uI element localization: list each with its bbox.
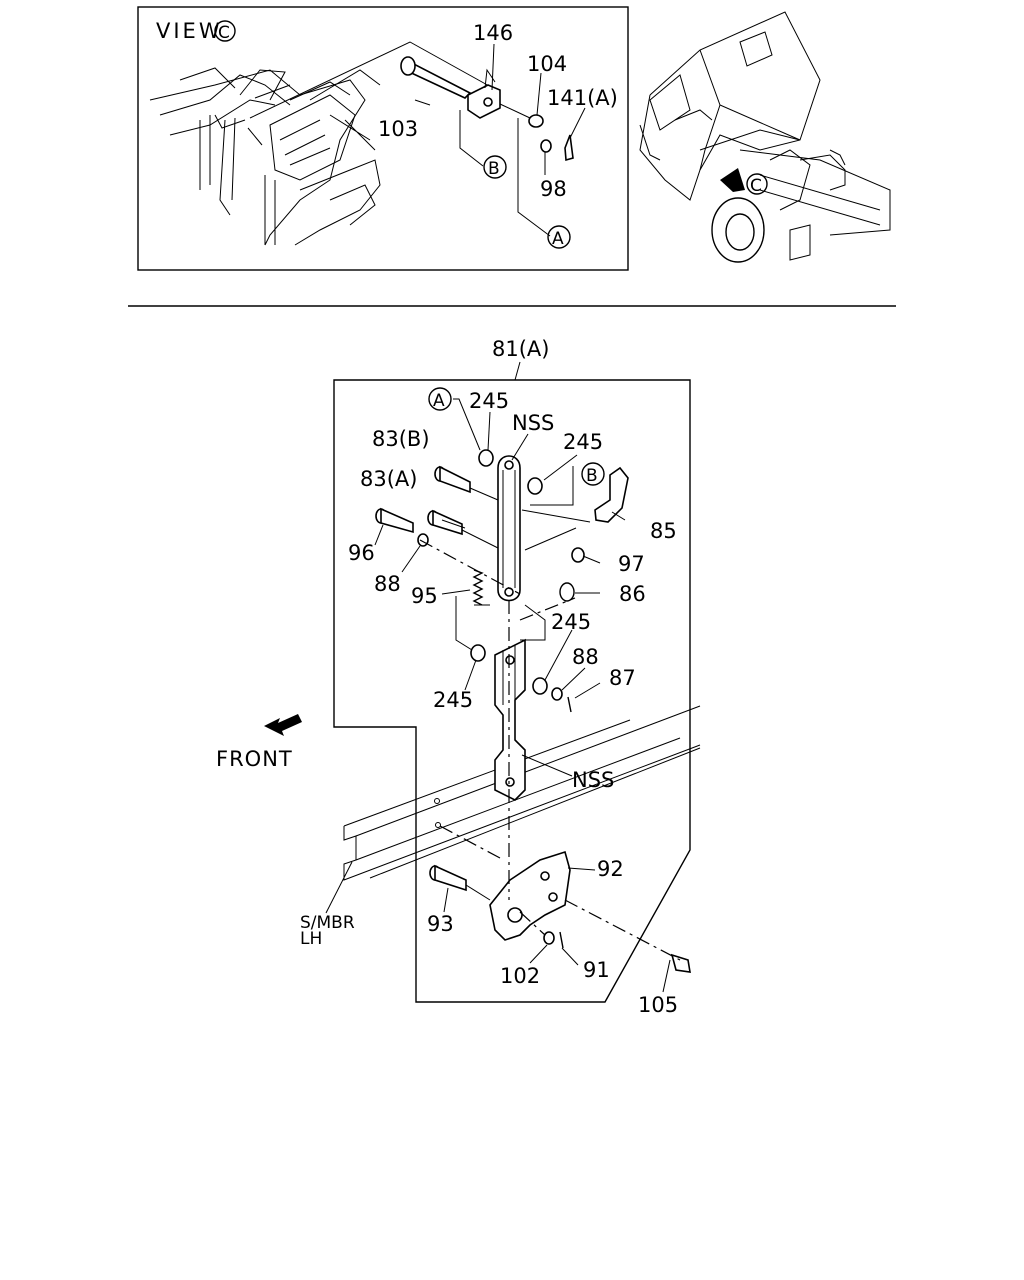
- inset-marker-letter: C: [750, 176, 762, 196]
- washer-102: [543, 931, 555, 945]
- assembly-outline: [333, 379, 691, 1003]
- truck-wheel: [711, 197, 765, 263]
- callout-85: 85: [650, 519, 677, 543]
- callout-105: 105: [638, 993, 678, 1017]
- pin-87: [567, 696, 572, 713]
- pin-103: [400, 56, 472, 99]
- smbr-label: S/MBR: [300, 913, 355, 933]
- callout-95: 95: [411, 584, 438, 608]
- view-marker-letter: C: [218, 23, 230, 43]
- upper-link: [497, 455, 521, 602]
- ref-a-circle-top: [547, 225, 571, 249]
- callout-102: 102: [500, 964, 540, 988]
- callout-81a: 81(A): [492, 337, 549, 361]
- washer-98: [540, 139, 552, 153]
- callout-86: 86: [619, 582, 646, 606]
- bushing-245-low: [470, 644, 486, 662]
- bushing-245-top: [478, 449, 494, 467]
- spring-95: [472, 569, 484, 606]
- view-marker-circle: [214, 20, 236, 42]
- bracket-92: [489, 850, 571, 941]
- callout-97: 97: [618, 552, 645, 576]
- callout-87: 87: [609, 666, 636, 690]
- callout-245-mid: 245: [551, 610, 591, 634]
- view-arrow: [720, 168, 745, 192]
- callout-245-low: 245: [433, 688, 473, 712]
- callout-83b: 83(B): [372, 427, 430, 451]
- inset-marker-circle: [746, 173, 768, 195]
- side-member: [343, 705, 701, 881]
- pin-96: [375, 507, 414, 534]
- callout-88-left: 88: [374, 572, 401, 596]
- bushing-245-right: [527, 477, 543, 495]
- lower-link: [494, 638, 526, 801]
- callout-nss-top: NSS: [512, 411, 554, 435]
- truck-inset: C: [639, 11, 891, 263]
- pin-93: [429, 864, 467, 892]
- front-label: FRONT: [216, 747, 293, 771]
- lh-label: LH: [300, 929, 322, 949]
- ref-a-main: A: [433, 391, 445, 411]
- callout-88-right: 88: [572, 645, 599, 669]
- callout-104: 104: [527, 52, 567, 76]
- washer-88-right: [551, 687, 563, 701]
- bolt-105: [670, 953, 691, 973]
- callout-nss-low: NSS: [572, 768, 614, 792]
- callout-92: 92: [597, 857, 624, 881]
- view-chassis-sketch: [149, 67, 381, 246]
- callout-93: 93: [427, 912, 454, 936]
- callout-83a: 83(A): [360, 467, 417, 491]
- callout-91: 91: [583, 958, 610, 982]
- ref-b-top: B: [488, 159, 500, 179]
- callout-146: 146: [473, 21, 513, 45]
- bracket-85: [594, 466, 629, 523]
- pin-83b: [434, 465, 471, 494]
- ref-b-main: B: [586, 466, 598, 486]
- bushing-245-mid: [532, 677, 548, 695]
- main-assembly: 81(A): [216, 337, 701, 1017]
- washer-88-left: [417, 533, 429, 547]
- callout-245-right: 245: [563, 430, 603, 454]
- view-c-panel: VIEW C: [137, 6, 629, 271]
- ref-a-circle-main: [428, 387, 452, 411]
- pin-91: [559, 931, 564, 949]
- front-arrow-icon: [264, 714, 302, 736]
- view-leader-1: [249, 41, 501, 119]
- washer-97: [571, 547, 585, 563]
- callout-98: 98: [540, 177, 567, 201]
- callout-141a: 141(A): [547, 86, 618, 110]
- ref-b-circle-top: [483, 155, 507, 179]
- callout-245-top: 245: [469, 389, 509, 413]
- bolt-104: [499, 103, 544, 128]
- pin-83a: [427, 509, 463, 536]
- clip-141a: [564, 134, 574, 162]
- ring-86: [559, 582, 575, 602]
- ref-a-top: A: [552, 229, 564, 249]
- view-label: VIEW: [156, 19, 223, 43]
- ref-b-circle-main: [581, 462, 605, 486]
- callout-96: 96: [348, 541, 375, 565]
- callout-103: 103: [378, 117, 418, 141]
